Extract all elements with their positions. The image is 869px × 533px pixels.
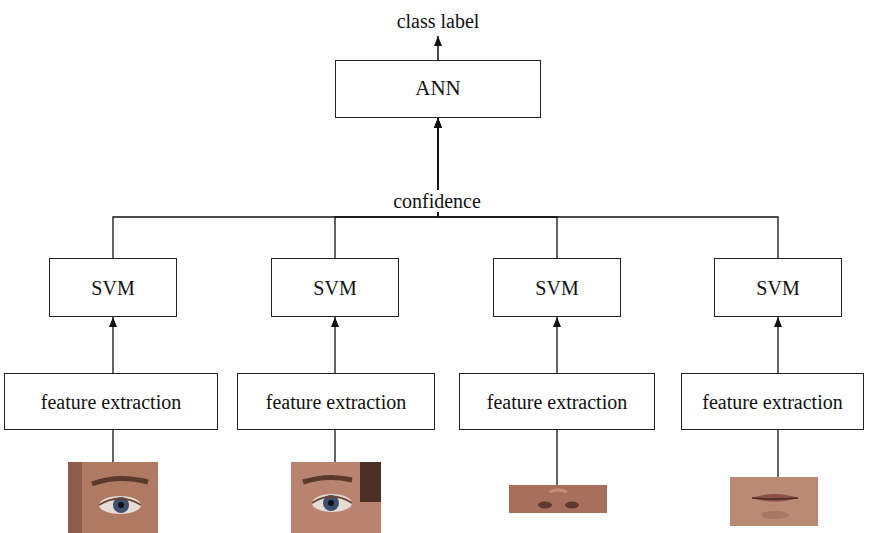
connector-arrow: [113, 118, 438, 258]
svm-box: SVM: [49, 258, 177, 317]
left-eye-image: [68, 462, 158, 533]
box-label: ANN: [415, 77, 461, 100]
connector-arrow: [438, 118, 557, 258]
connector-arrow: [112, 317, 113, 373]
process-box: feature extraction: [237, 373, 435, 430]
output-label: class label: [393, 10, 484, 32]
box-label: feature extraction: [41, 391, 181, 413]
connector-arrow: [556, 317, 557, 373]
connector-arrow: [438, 118, 778, 258]
box-label: feature extraction: [266, 391, 406, 413]
classifier-box: ANN: [335, 60, 541, 118]
connector-arrow: [334, 317, 335, 373]
input-line: [556, 430, 557, 485]
input-line: [112, 430, 113, 462]
connector-arrow: [335, 118, 438, 258]
process-box: feature extraction: [681, 373, 864, 430]
process-box: feature extraction: [4, 373, 218, 430]
output-arrow: [437, 36, 439, 60]
box-label: feature extraction: [702, 391, 842, 413]
process-box: feature extraction: [459, 373, 655, 430]
mouth-image: [730, 477, 818, 526]
svm-box: SVM: [493, 258, 621, 317]
input-line: [334, 430, 335, 462]
nose-image: [509, 485, 607, 513]
box-label: SVM: [535, 277, 578, 299]
input-line: [777, 430, 778, 477]
svm-box: SVM: [714, 258, 842, 317]
svm-box: SVM: [271, 258, 399, 317]
connector-arrow: [777, 317, 778, 373]
box-label: SVM: [313, 277, 356, 299]
box-label: feature extraction: [487, 391, 627, 413]
right-eye-image: [291, 462, 381, 533]
box-label: SVM: [756, 277, 799, 299]
box-label: SVM: [91, 277, 134, 299]
signal-label: confidence: [389, 190, 485, 212]
